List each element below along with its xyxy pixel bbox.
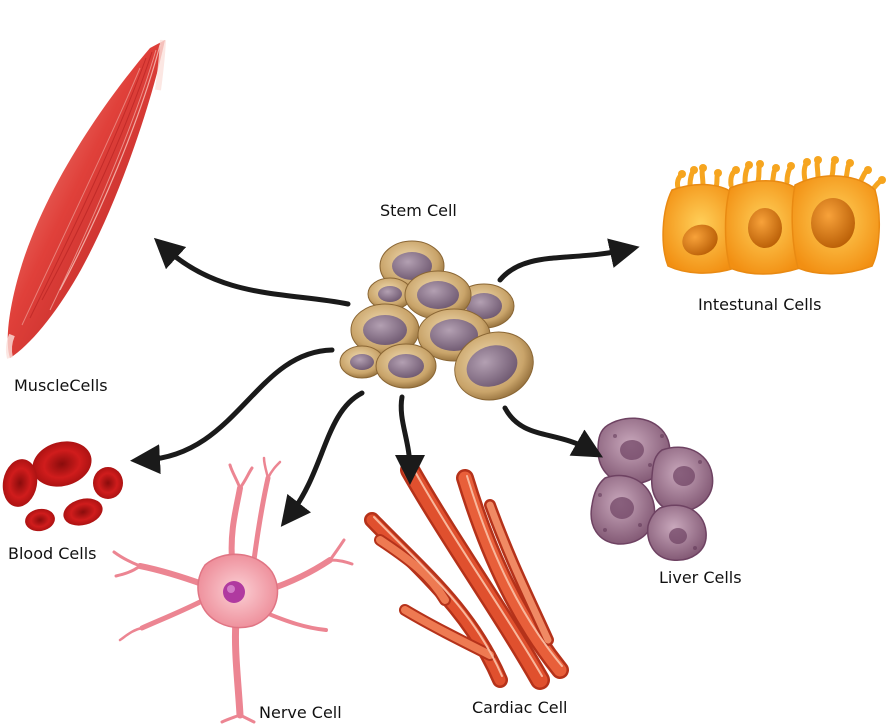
label-cardiac-cell: Cardiac Cell — [472, 698, 568, 717]
label-nerve-cell: Nerve Cell — [259, 703, 342, 722]
label-muscle-cells: MuscleCells — [14, 376, 108, 395]
arrow-to-nerve — [280, 390, 365, 527]
nerve-cell-illustration — [112, 456, 354, 724]
arrow-to-muscle — [153, 237, 351, 307]
label-stem-cell: Stem Cell — [380, 201, 457, 220]
arrow-to-intestinal — [497, 238, 640, 283]
intestinal-cells-illustration — [662, 156, 886, 275]
cardiac-cell-illustration — [364, 460, 569, 690]
label-intestinal-cells: Intestunal Cells — [698, 295, 822, 314]
liver-cells-illustration — [590, 417, 714, 561]
label-blood-cells: Blood Cells — [8, 544, 97, 563]
label-liver-cells: Liver Cells — [659, 568, 742, 587]
stem-cell-cluster-illustration — [339, 240, 534, 401]
arrow-to-liver — [502, 405, 604, 458]
arrow-to-cardiac — [394, 394, 425, 485]
differentiation-arrows — [130, 237, 640, 527]
blood-cells-illustration — [2, 441, 123, 532]
arrow-to-blood — [130, 347, 335, 475]
muscle-cells-illustration — [5, 39, 166, 359]
